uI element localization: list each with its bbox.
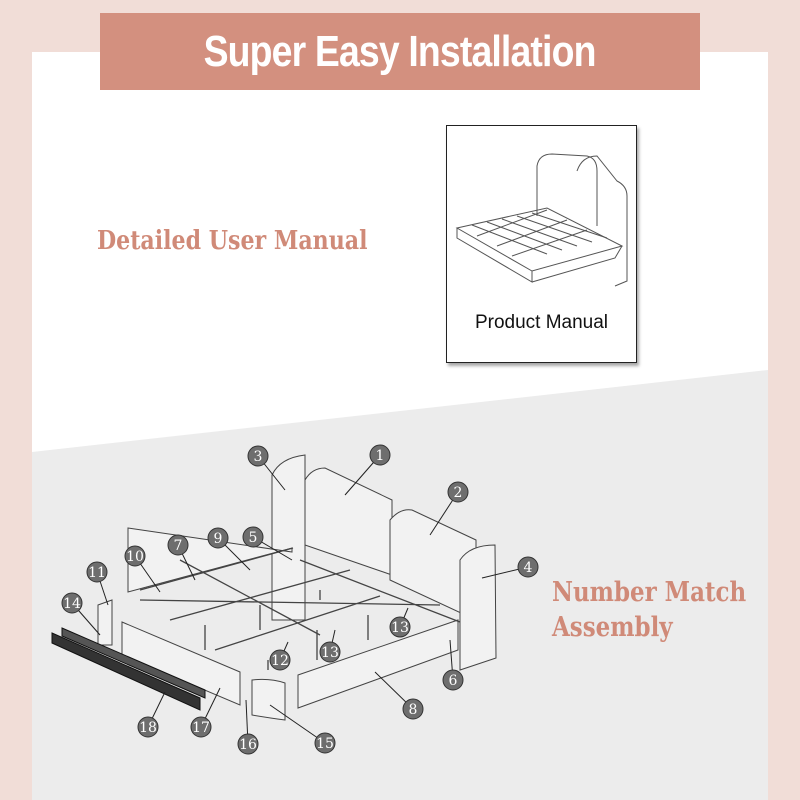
callout-number: 7 bbox=[174, 538, 183, 554]
callout-number: 16 bbox=[239, 737, 257, 753]
callout-bubble bbox=[237, 733, 259, 755]
page-title: Super Easy Installation bbox=[204, 26, 597, 76]
callout-bubble bbox=[190, 716, 212, 738]
callout-7: 7 bbox=[167, 534, 196, 581]
callout-bubble bbox=[314, 732, 336, 754]
callout-17: 17 bbox=[190, 687, 221, 738]
callout-3: 3 bbox=[247, 445, 286, 491]
callout-bubble bbox=[167, 534, 189, 556]
callout-number: 17 bbox=[192, 720, 210, 736]
callout-11: 11 bbox=[86, 561, 109, 606]
assembly-heading-line1: Number Match bbox=[552, 577, 747, 608]
callout-9: 9 bbox=[207, 527, 251, 571]
callout-6: 6 bbox=[442, 639, 464, 691]
callout-13: 13 bbox=[319, 629, 341, 663]
part-2-headboard bbox=[389, 509, 477, 621]
callout-2: 2 bbox=[429, 481, 469, 536]
bed-illustration bbox=[455, 153, 628, 287]
callout-number: 5 bbox=[249, 530, 258, 546]
callout-number: 3 bbox=[254, 449, 263, 465]
callout-12: 12 bbox=[269, 641, 291, 671]
callout-bubble bbox=[137, 716, 159, 738]
title-banner: Super Easy Installation bbox=[100, 13, 700, 90]
callout-8: 8 bbox=[374, 671, 424, 720]
callout-number: 18 bbox=[139, 720, 157, 736]
callout-bubble bbox=[207, 527, 229, 549]
part-11-post bbox=[97, 599, 113, 646]
product-manual-label: Product Manual bbox=[474, 312, 609, 333]
product-manual-card: Product Manual bbox=[446, 125, 637, 363]
callout-number: 6 bbox=[449, 673, 458, 689]
callout-number: 9 bbox=[214, 531, 223, 547]
callout-15: 15 bbox=[269, 704, 336, 754]
callout-bubble bbox=[124, 545, 146, 567]
callout-number: 13 bbox=[321, 645, 339, 661]
callout-number: 13 bbox=[391, 620, 409, 636]
callout-bubble bbox=[402, 698, 424, 720]
callout-bubble bbox=[442, 669, 464, 691]
part-8-siderail bbox=[297, 619, 459, 709]
callout-16: 16 bbox=[237, 699, 259, 755]
callout-bubble bbox=[242, 526, 264, 548]
callout-bubble bbox=[269, 649, 291, 671]
number-match-heading: Number Match Assembly bbox=[552, 575, 746, 645]
part-1-headboard bbox=[304, 467, 393, 576]
callout-bubble bbox=[389, 616, 411, 638]
part-18-slats bbox=[51, 632, 201, 711]
callout-number: 11 bbox=[88, 565, 106, 581]
callout-4: 4 bbox=[481, 556, 539, 579]
part-15-corner bbox=[251, 678, 286, 721]
part-17-footrail bbox=[121, 621, 241, 706]
callout-bubble bbox=[447, 481, 469, 503]
callout-bubble bbox=[517, 556, 539, 578]
callout-number: 14 bbox=[63, 596, 81, 612]
callout-bubble bbox=[319, 641, 341, 663]
assembly-heading-line2: Assembly bbox=[552, 612, 673, 643]
callout-bubble bbox=[247, 445, 269, 467]
part-4-side-panel bbox=[459, 544, 497, 671]
callout-number: 10 bbox=[126, 549, 144, 565]
callout-number: 12 bbox=[271, 653, 289, 669]
callout-number: 8 bbox=[409, 702, 418, 718]
user-manual-heading: Detailed User Manual bbox=[97, 226, 368, 256]
callout-10: 10 bbox=[124, 545, 161, 593]
callout-18: 18 bbox=[137, 691, 166, 738]
callout-1: 1 bbox=[344, 444, 391, 496]
callout-number: 2 bbox=[454, 485, 463, 501]
callout-bubble bbox=[86, 561, 108, 583]
callout-bubble bbox=[369, 444, 391, 466]
callout-5: 5 bbox=[242, 526, 293, 561]
callout-14: 14 bbox=[61, 592, 101, 636]
callout-leader-line bbox=[269, 704, 326, 744]
callout-13: 13 bbox=[389, 607, 411, 638]
callout-number: 15 bbox=[316, 736, 334, 752]
callout-bubble bbox=[61, 592, 83, 614]
callout-number: 1 bbox=[376, 448, 385, 464]
callout-number: 4 bbox=[524, 560, 533, 576]
